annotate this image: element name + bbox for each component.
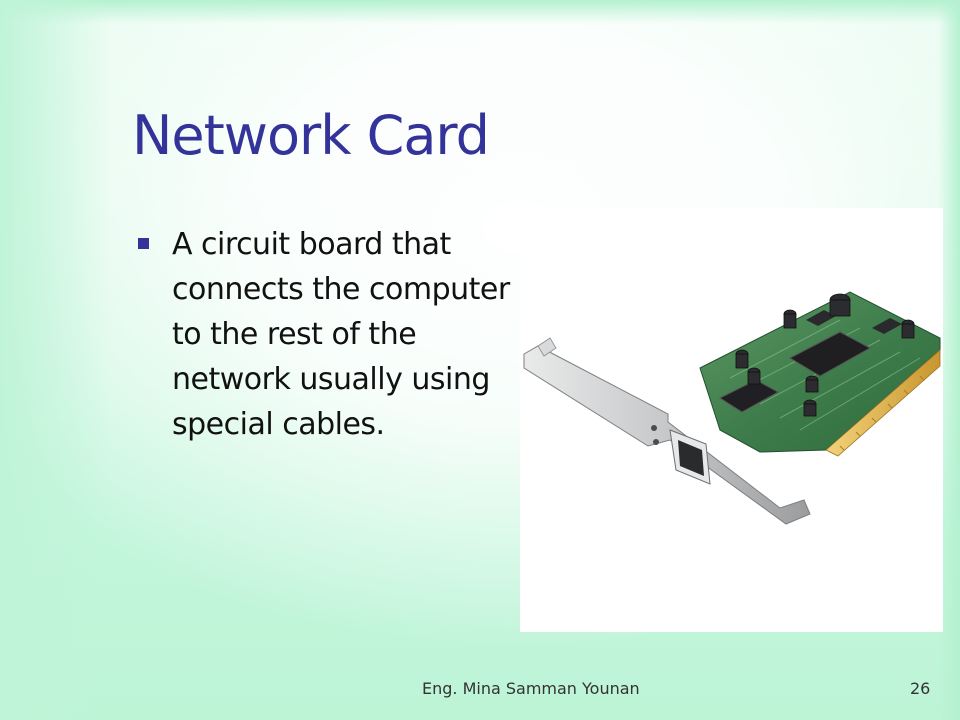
slide-title: Network Card: [132, 104, 490, 167]
frame-right-border: [938, 0, 960, 720]
bullet-text: A circuit board that connects the comput…: [172, 227, 510, 442]
frame-left-glow: [0, 0, 110, 720]
square-bullet-icon: [138, 238, 149, 249]
network-card-photo: [520, 208, 943, 632]
footer-page-number: 26: [910, 679, 931, 698]
frame-top-border: [0, 0, 960, 24]
footer-author: Eng. Mina Samman Younan: [422, 679, 640, 698]
bullet-list: A circuit board that connects the comput…: [136, 222, 516, 447]
bullet-item: A circuit board that connects the comput…: [136, 222, 516, 447]
network-card-illustration: [523, 291, 941, 525]
